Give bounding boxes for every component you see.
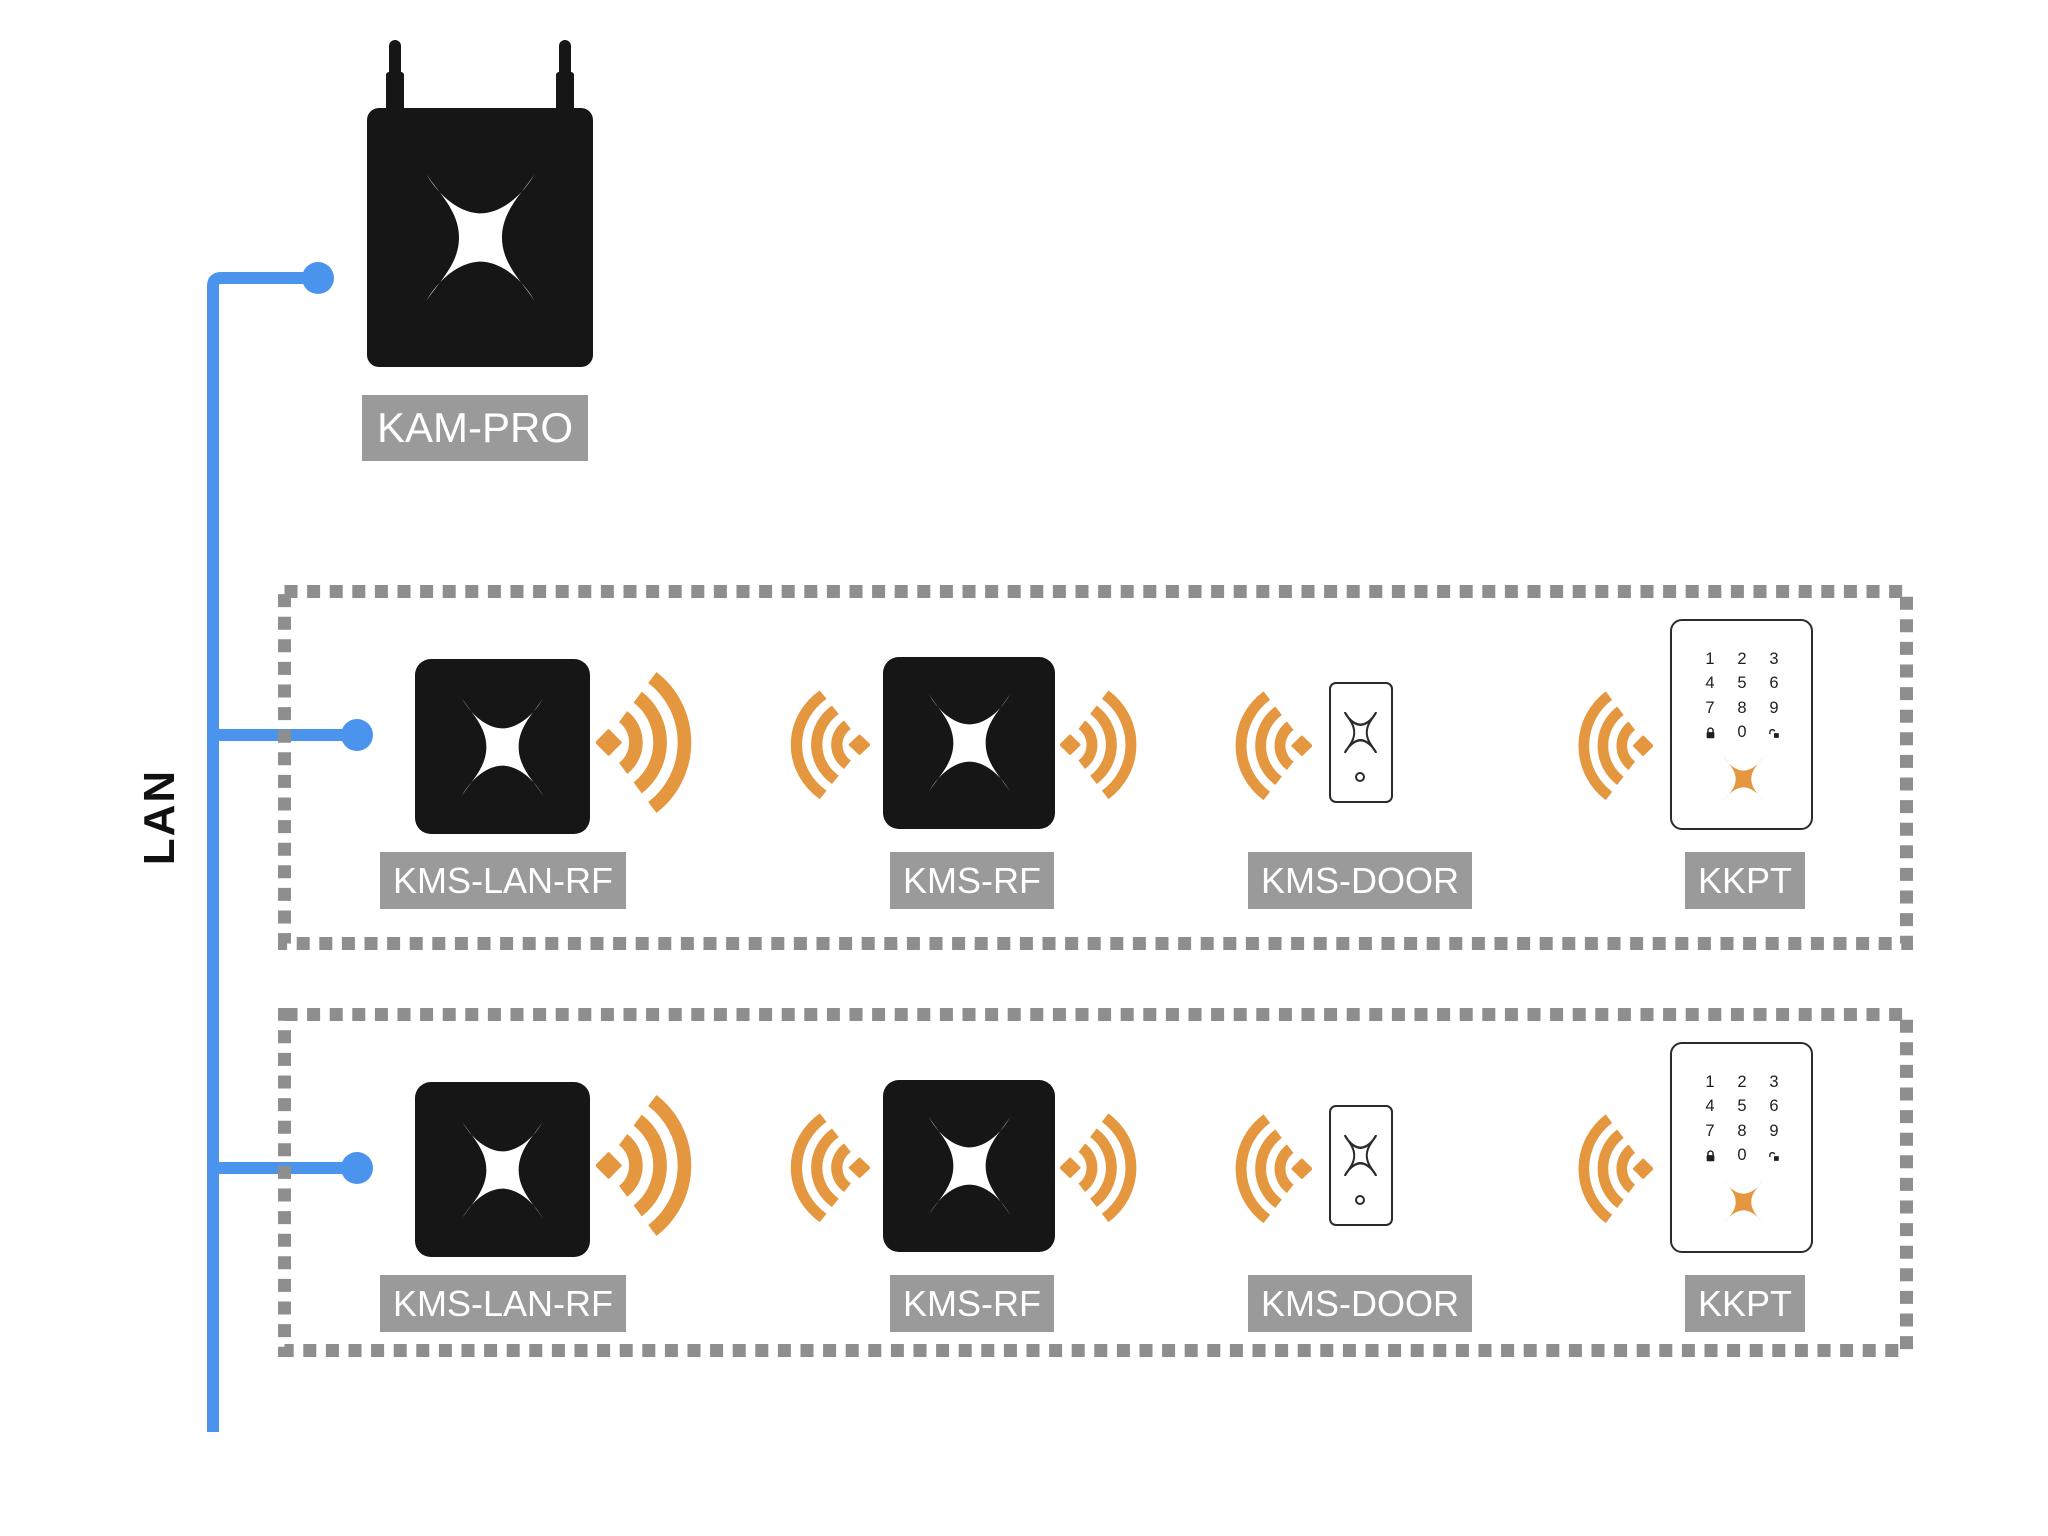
- keypad-key-5: 5: [1737, 1097, 1747, 1116]
- rf-waves-right-icon: [1060, 1111, 1141, 1223]
- keypad-key-4: 4: [1705, 674, 1715, 693]
- keypad-key-5: 5: [1737, 674, 1747, 693]
- lan-trunk-line: [207, 272, 318, 1432]
- lock-icon: [1705, 727, 1716, 739]
- keypad-key-7: 7: [1705, 698, 1715, 717]
- device-kam-pro: [367, 108, 593, 367]
- unlock-icon: [1768, 727, 1780, 739]
- keypad-key-3: 3: [1769, 649, 1779, 668]
- dashed-border: [278, 1008, 1913, 1357]
- lan-node-dot: [341, 719, 373, 751]
- keypad-key-7: 7: [1705, 1121, 1715, 1140]
- x-logo-icon: [1723, 1180, 1764, 1224]
- x-logo-icon: [927, 694, 1012, 792]
- door-led-dot: [1355, 772, 1365, 782]
- device-kkpt-keypad: 1 2 3 4 5 6 7 8 9 0: [1670, 619, 1813, 830]
- rf-waves-left-icon: [786, 1111, 870, 1223]
- antenna-icon: [556, 40, 574, 116]
- label-kms-door: KMS-DOOR: [1248, 852, 1472, 910]
- keypad-key-lock: [1694, 721, 1726, 746]
- lan-node-dot: [302, 262, 334, 294]
- label-kms-rf: KMS-RF: [890, 1275, 1054, 1333]
- device-kms-rf: [883, 1080, 1055, 1252]
- rf-waves-left-icon: [1231, 689, 1312, 801]
- radio-group-1: 1 2 3 4 5 6 7 8 9 0 KMS-LAN-RF KMS-RF KM…: [278, 585, 1913, 950]
- label-kms-lan-rf: KMS-LAN-RF: [380, 1275, 627, 1333]
- keypad-key-1: 1: [1705, 1072, 1715, 1091]
- x-logo-outline-icon: [1344, 1135, 1377, 1176]
- rf-waves-right-icon: [596, 1092, 697, 1237]
- rf-waves-left-icon: [1231, 1112, 1312, 1224]
- label-kkpt: KKPT: [1685, 1275, 1806, 1333]
- keypad-key-6: 6: [1769, 1097, 1779, 1116]
- antenna-icon: [386, 40, 404, 116]
- keypad-key-unlock: [1758, 1144, 1790, 1169]
- door-led-dot: [1355, 1195, 1365, 1205]
- label-kms-door: KMS-DOOR: [1248, 1275, 1472, 1333]
- device-kms-lan-rf: [415, 659, 590, 834]
- keypad-key-1: 1: [1705, 649, 1715, 668]
- dashed-border: [278, 585, 1913, 950]
- keypad-key-8: 8: [1737, 1121, 1747, 1140]
- label-kkpt: KKPT: [1685, 852, 1806, 910]
- keypad-key-2: 2: [1737, 1072, 1747, 1091]
- keypad-key-unlock: [1758, 721, 1790, 746]
- rf-waves-left-icon: [786, 688, 870, 800]
- keypad-key-lock: [1694, 1144, 1726, 1169]
- keypad-key-9: 9: [1769, 1121, 1779, 1140]
- keypad-grid: 1 2 3 4 5 6 7 8 9 0: [1694, 1070, 1790, 1168]
- lan-node-dot: [341, 1152, 373, 1184]
- label-kam-pro: KAM-PRO: [362, 395, 589, 462]
- lan-line-label: LAN: [135, 768, 184, 866]
- keypad-key-0: 0: [1737, 723, 1747, 742]
- radio-group-2: 1 2 3 4 5 6 7 8 9 0 KMS-LAN-RF KMS-RF KM…: [278, 1008, 1913, 1357]
- keypad-key-8: 8: [1737, 698, 1747, 717]
- keypad-key-3: 3: [1769, 1072, 1779, 1091]
- x-logo-icon: [460, 1121, 545, 1219]
- x-logo-icon: [424, 174, 537, 301]
- x-logo-icon: [927, 1117, 1012, 1215]
- label-kms-rf: KMS-RF: [890, 852, 1054, 910]
- keypad-key-2: 2: [1737, 649, 1747, 668]
- keypad-key-6: 6: [1769, 674, 1779, 693]
- keypad-key-4: 4: [1705, 1097, 1715, 1116]
- x-logo-outline-icon: [1344, 712, 1377, 753]
- x-logo-icon: [1723, 757, 1764, 801]
- rf-waves-left-icon: [1574, 689, 1653, 801]
- rf-waves-right-icon: [1060, 688, 1141, 800]
- device-kkpt-keypad: 1 2 3 4 5 6 7 8 9 0: [1670, 1042, 1813, 1253]
- keypad-grid: 1 2 3 4 5 6 7 8 9 0: [1694, 647, 1790, 745]
- keypad-key-0: 0: [1737, 1146, 1747, 1165]
- rf-waves-left-icon: [1574, 1112, 1653, 1224]
- unlock-icon: [1768, 1150, 1780, 1162]
- device-kms-door: [1329, 1105, 1393, 1226]
- rf-waves-right-icon: [596, 669, 697, 814]
- label-kms-lan-rf: KMS-LAN-RF: [380, 852, 627, 910]
- device-kms-door: [1329, 682, 1393, 803]
- x-logo-icon: [460, 698, 545, 796]
- device-kms-rf: [883, 657, 1055, 829]
- lock-icon: [1705, 1150, 1716, 1162]
- keypad-key-9: 9: [1769, 698, 1779, 717]
- device-kms-lan-rf: [415, 1082, 590, 1257]
